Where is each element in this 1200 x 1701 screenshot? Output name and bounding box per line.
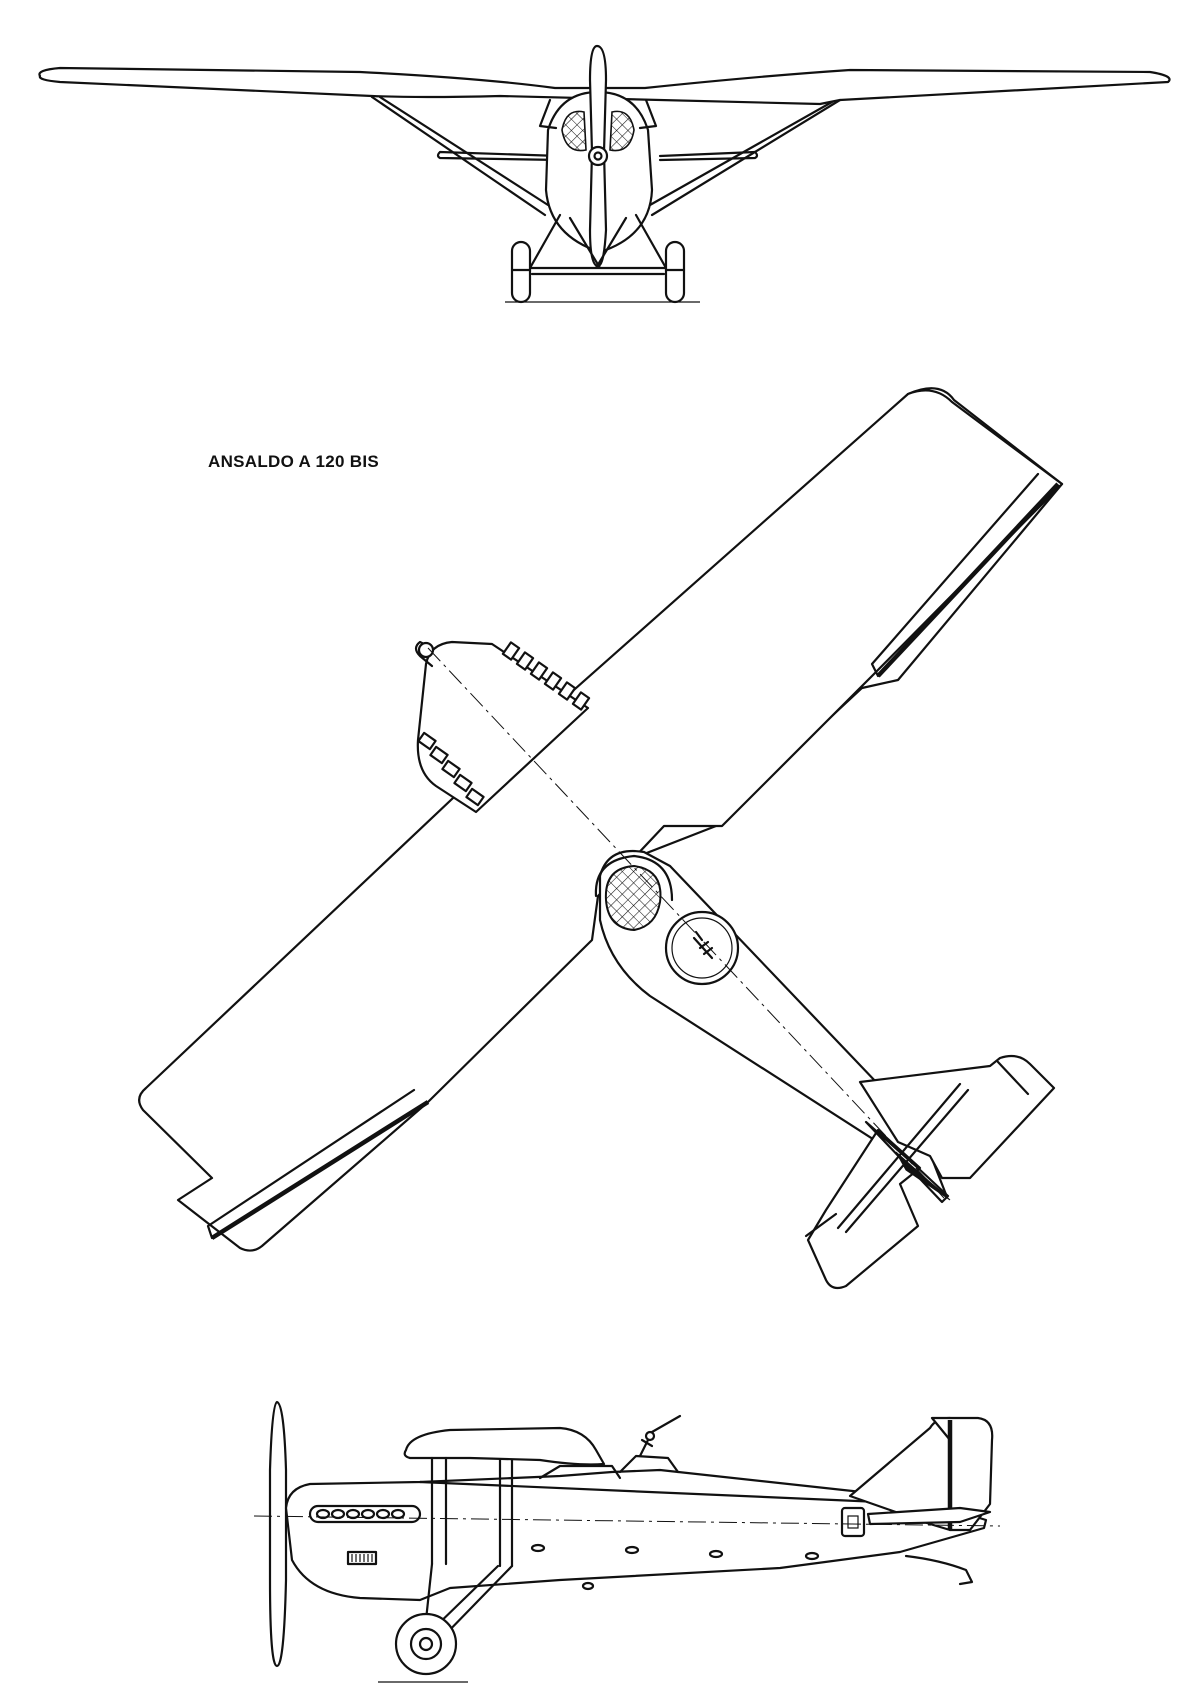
side-propeller	[268, 1400, 288, 1668]
front-wing-struts	[370, 95, 842, 217]
plan-cockpit-rim	[594, 854, 674, 902]
plan-elevator-line-lower	[804, 1212, 838, 1238]
plan-wing-main	[138, 389, 1064, 1252]
side-exhaust-ports	[308, 1504, 422, 1524]
side-view	[253, 1400, 1001, 1683]
plan-aileron-left	[206, 1088, 416, 1240]
front-landing-gear	[528, 213, 668, 276]
plan-gun-mount	[692, 930, 714, 960]
front-stub-members	[436, 150, 759, 162]
plan-propeller-hub	[417, 641, 435, 659]
plan-exhaust-upper	[501, 641, 591, 711]
side-rudder	[930, 1416, 994, 1532]
front-cabane	[538, 98, 658, 130]
plan-aileron-right	[870, 472, 1040, 678]
drawing-title: ANSALDO A 120 BIS	[208, 452, 380, 471]
top-view	[138, 387, 1064, 1290]
front-wheel-right	[664, 240, 686, 304]
side-inspection-panels	[530, 1543, 820, 1591]
plan-elevator-hinge-2	[844, 1088, 970, 1234]
side-hatch-inner	[847, 1515, 859, 1529]
plan-tailplane-lower	[806, 1128, 922, 1290]
front-wheel-left	[510, 240, 532, 304]
plan-spinner	[414, 640, 434, 668]
plan-exhaust-lower	[417, 731, 485, 807]
plan-cockpit-front	[604, 864, 662, 932]
side-hatch	[840, 1506, 866, 1538]
side-gun-pivot	[644, 1430, 656, 1442]
plan-aileron-left-edge	[210, 1100, 430, 1240]
plan-centreline	[427, 647, 945, 1199]
side-cockpit-rear	[618, 1454, 680, 1474]
side-louvre-slots	[351, 1554, 373, 1562]
side-fuselage	[284, 1468, 988, 1602]
plan-rear-cockpit-ring	[671, 917, 733, 979]
plan-aileron-right-edge	[876, 482, 1060, 678]
side-tailskid	[904, 1554, 974, 1586]
side-struts	[430, 1456, 514, 1568]
front-wing	[38, 66, 1171, 106]
side-wing	[403, 1426, 606, 1466]
side-tailplane	[866, 1506, 992, 1526]
side-centreline	[253, 1515, 1001, 1527]
front-radiator-right	[609, 110, 635, 152]
front-radiator-left	[561, 110, 587, 152]
side-wheel-axle	[418, 1636, 434, 1652]
side-cockpit-front	[538, 1464, 622, 1480]
front-view	[38, 44, 1171, 304]
front-spinner-hub	[593, 151, 603, 161]
side-louvre	[346, 1550, 378, 1566]
plan-tailplane	[858, 1054, 1056, 1180]
plan-elevator-line-upper	[996, 1060, 1030, 1096]
